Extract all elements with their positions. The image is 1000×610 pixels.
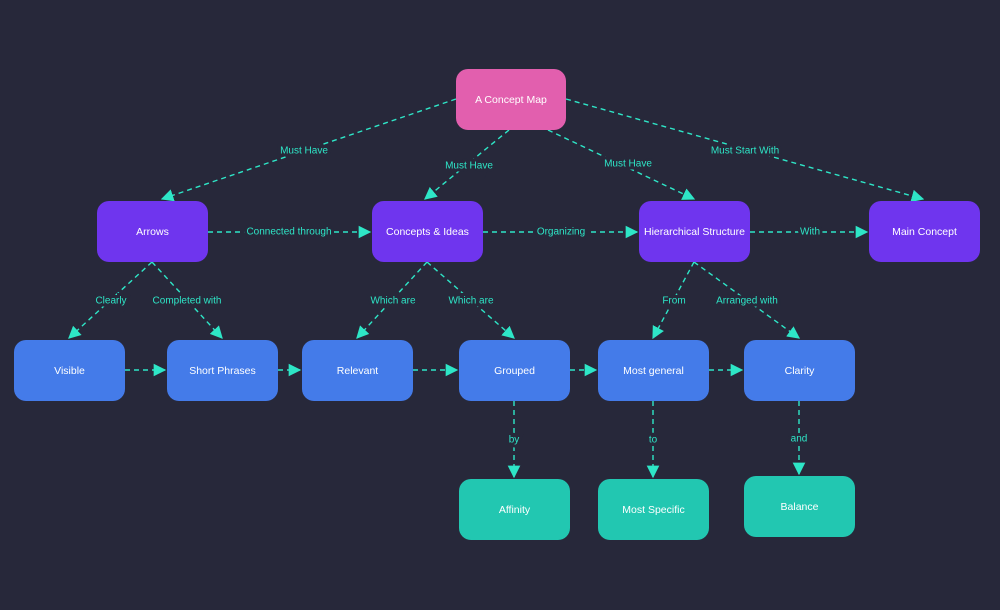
node-hierarchical-structure[interactable]: Hierarchical Structure <box>639 201 750 262</box>
connector-arrows-visible <box>68 261 153 339</box>
connector-label-arrows-short: Completed with <box>153 296 222 307</box>
connector-label-concepts-relevant: Which are <box>370 296 415 307</box>
connector-label-hierarchical-clarity: Arranged with <box>716 296 778 307</box>
node-balance[interactable]: Balance <box>744 476 855 537</box>
node-short-phrases[interactable]: Short Phrases <box>167 340 278 401</box>
node-most-general[interactable]: Most general <box>598 340 709 401</box>
connector-label-root-arrows: Must Have <box>280 146 328 157</box>
connector-label-concepts-hierarchical: Organizing <box>537 227 585 238</box>
node-a-concept-map[interactable]: A Concept Map <box>456 69 566 130</box>
node-grouped[interactable]: Grouped <box>459 340 570 401</box>
connector-label-hierarchical-general: From <box>662 296 685 307</box>
node-main-concept[interactable]: Main Concept <box>869 201 980 262</box>
connector-concepts-grouped <box>426 261 515 339</box>
node-concepts-ideas[interactable]: Concepts & Ideas <box>372 201 483 262</box>
node-relevant[interactable]: Relevant <box>302 340 413 401</box>
connector-label-arrows-concepts: Connected through <box>246 227 331 238</box>
connector-label-concepts-grouped: Which are <box>448 296 493 307</box>
connector-label-general-specific: to <box>649 435 658 446</box>
connector-label-root-main: Must Start With <box>711 146 779 157</box>
node-visible[interactable]: Visible <box>14 340 125 401</box>
connector-root-arrows <box>160 98 457 202</box>
connector-label-grouped-affinity: by <box>509 435 520 446</box>
node-arrows[interactable]: Arrows <box>97 201 208 262</box>
node-most-specific[interactable]: Most Specific <box>598 479 709 540</box>
connector-label-arrows-visible: Clearly <box>95 296 126 307</box>
connector-label-root-concepts: Must Have <box>445 161 493 172</box>
connector-label-clarity-balance: and <box>791 434 808 445</box>
connector-root-concepts <box>424 129 510 200</box>
node-clarity[interactable]: Clarity <box>744 340 855 401</box>
node-affinity[interactable]: Affinity <box>459 479 570 540</box>
connector-root-main <box>565 98 925 203</box>
connector-label-hierarchical-main: With <box>800 227 820 238</box>
connector-hierarchical-clarity <box>693 261 801 339</box>
connector-label-root-hierarchical: Must Have <box>604 159 652 170</box>
